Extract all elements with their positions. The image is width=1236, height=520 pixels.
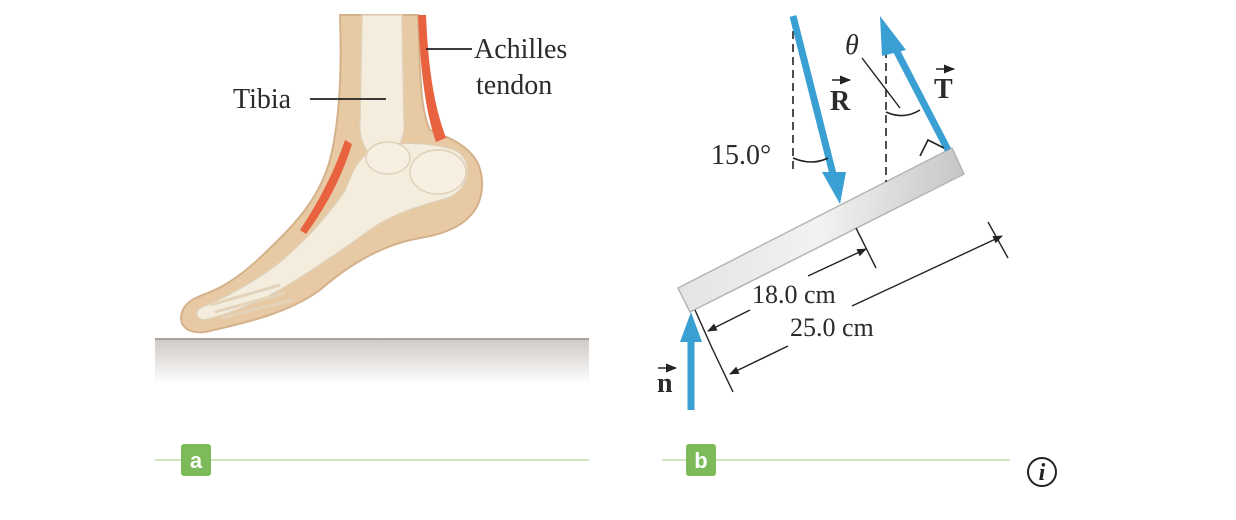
- vector-label-T: T: [934, 74, 953, 105]
- panel-a-badge: [181, 444, 211, 476]
- theta-leader-line: [861, 57, 901, 109]
- vector-label-n: n: [657, 368, 673, 399]
- panel-a: Tibia Achilles tendon a: [155, 14, 589, 476]
- panel-a-badge-text: a: [190, 448, 203, 473]
- dim-tick-25-end: [987, 221, 1009, 259]
- dim-18-arrow-right: [807, 248, 867, 277]
- info-icon-glyph[interactable]: i: [1039, 460, 1046, 486]
- toe-bones: [209, 283, 293, 320]
- vector-R-shaft: [789, 15, 838, 179]
- dim-tick-18-end: [855, 227, 877, 269]
- foot-illustration: [180, 14, 484, 334]
- achilles-tendon: [418, 15, 446, 142]
- label-tibia: Tibia: [233, 84, 292, 115]
- angle-arc-theta: [885, 109, 921, 117]
- dim-tick-start-short: [694, 309, 713, 349]
- label-achilles-line1: Achilles: [474, 34, 567, 65]
- floor: [155, 338, 589, 384]
- theta-label: θ: [845, 30, 859, 61]
- front-tendon: [300, 140, 352, 234]
- panel-b: 15.0° θ R T n 18.0 cm 25.0 cm b: [657, 15, 1010, 476]
- dim-tick-start-long: [711, 347, 734, 393]
- dimension-label-18: 18.0 cm: [752, 280, 836, 309]
- foot-bar: [676, 146, 965, 314]
- heel-bone: [409, 149, 467, 195]
- panel-b-badge: [686, 444, 716, 476]
- vector-T-head: [880, 16, 906, 56]
- dim-18-arrow-left: [707, 309, 751, 332]
- talus-bone: [365, 141, 411, 175]
- vector-n-head: [680, 312, 702, 342]
- angle-arc-15: [792, 157, 829, 163]
- dim-25-arrow-left: [729, 345, 789, 375]
- vector-R-head: [822, 172, 846, 204]
- label-achilles-line2: tendon: [476, 70, 552, 101]
- dimension-label-25: 25.0 cm: [790, 313, 874, 342]
- tibia-bone: [358, 14, 405, 159]
- dim-25-arrow-right: [851, 235, 1003, 307]
- vector-label-R: R: [830, 86, 851, 117]
- vector-T-shaft: [891, 46, 952, 152]
- info-icon-circle[interactable]: [1027, 457, 1057, 487]
- foot-bones: [195, 142, 469, 321]
- panel-b-badge-text: b: [694, 448, 707, 473]
- right-angle-marker: [919, 138, 945, 157]
- angle-label-15: 15.0°: [711, 140, 771, 171]
- info-icon[interactable]: i: [1027, 457, 1057, 487]
